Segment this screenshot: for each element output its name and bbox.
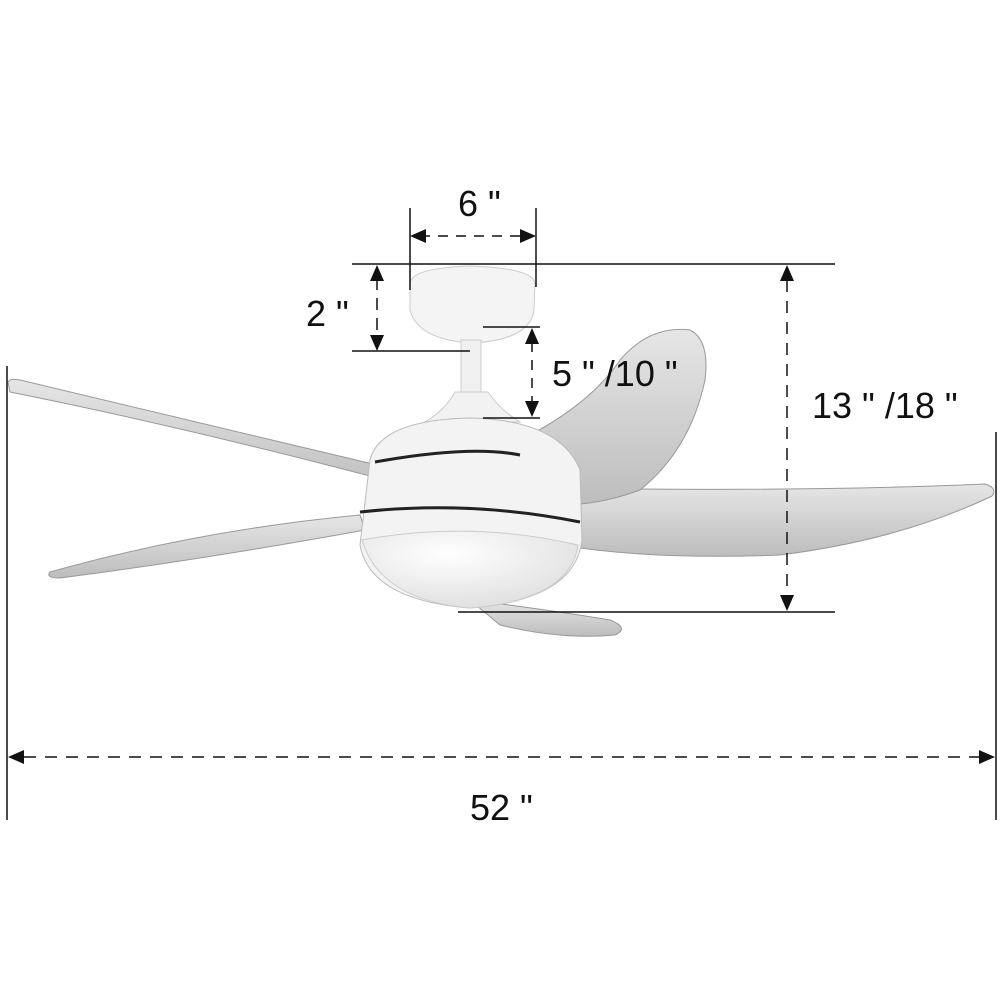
- arrowheads: [8, 229, 995, 764]
- housing-band: [374, 449, 521, 464]
- blade-right: [559, 483, 995, 557]
- downrod: [460, 339, 482, 393]
- canopy-width-label: 6 ": [458, 183, 501, 224]
- housing-band-lower: [359, 506, 581, 524]
- downrod-length-label: 5 " /10 ": [552, 353, 678, 394]
- dimension-lines: [6, 208, 997, 820]
- blade-span-label: 52 ": [470, 787, 533, 828]
- canopy: [409, 265, 536, 344]
- total-height-label: 13 " /18 ": [812, 385, 958, 426]
- motor-neck: [423, 391, 522, 423]
- blade-left-lower: [48, 514, 366, 579]
- canopy-height-label: 2 ": [306, 293, 349, 334]
- light-kit: [361, 530, 579, 609]
- blade-left-upper: [7, 378, 441, 493]
- blade-bottom: [468, 599, 622, 637]
